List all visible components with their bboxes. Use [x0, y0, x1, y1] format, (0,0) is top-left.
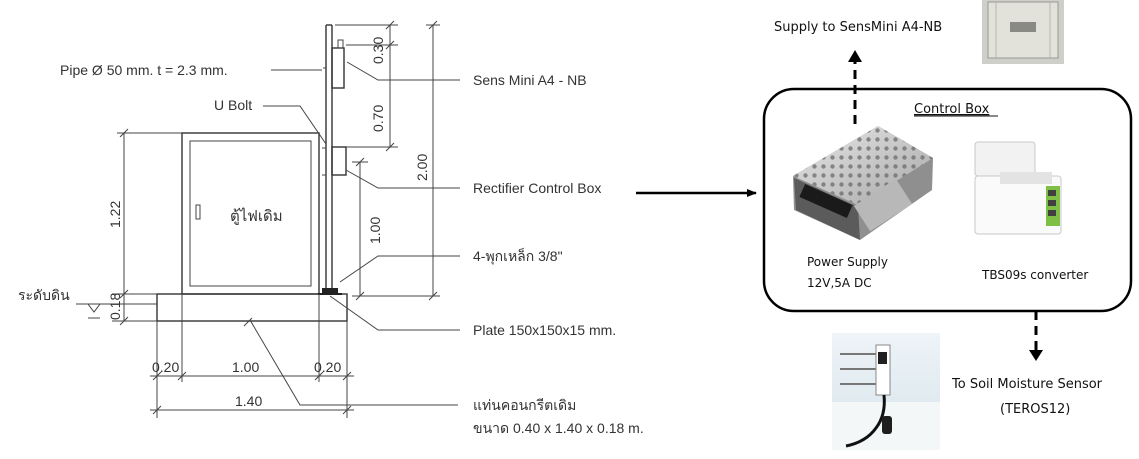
ground-level-symbol: [76, 303, 157, 319]
existing-cabinet: ตู้ไฟเดิม: [181, 132, 320, 295]
pipe: [325, 24, 333, 294]
converter-image: [974, 141, 1062, 235]
dim-1-22: 1.22: [107, 201, 123, 228]
plate-label: Plate 150x150x15 mm.: [473, 322, 616, 338]
cabinet-handle: [195, 204, 201, 220]
sensmini-device: [323, 39, 345, 89]
dim-0-20-left: 0.20: [152, 359, 179, 375]
control-box-title: Control Box: [914, 102, 990, 117]
soil-arrowhead: [1029, 350, 1043, 361]
soil-sensor-photo: [832, 333, 940, 450]
dim-0-18: 0.18: [107, 293, 123, 320]
power-supply-label-2: 12V,5A DC: [807, 276, 872, 290]
pipe-label: Pipe Ø 50 mm. t = 2.3 mm.: [60, 62, 228, 78]
converter-label: TBS09s converter: [981, 268, 1088, 282]
power-supply-label-1: Power Supply: [807, 255, 888, 269]
cabinet-label: ตู้ไฟเดิม: [230, 207, 283, 225]
dim-0-70: 0.70: [370, 105, 386, 132]
dim-horizontal: [150, 294, 354, 418]
ground-label: ระดับดิน: [18, 287, 70, 303]
dim-2-00: 2.00: [414, 154, 430, 181]
base-label-1: แท่นคอนกรีตเดิม: [473, 397, 576, 413]
dim-0-30: 0.30: [370, 37, 386, 64]
soil-label-1: To Soil Moisture Sensor: [951, 377, 1103, 392]
anchor-label: 4-พุกเหล็ก 3/8": [473, 247, 563, 265]
supply-to-label: Supply to SensMini A4-NB: [774, 20, 942, 35]
rectifier-label: Rectifier Control Box: [473, 180, 601, 196]
dim-1-00-vertical: 1.00: [367, 217, 383, 244]
rectifier-box: [331, 146, 347, 176]
sensmini-photo: [982, 0, 1064, 64]
dim-1-40: 1.40: [235, 393, 262, 409]
ubolt-label: U Bolt: [214, 97, 252, 113]
dim-chain-right: [335, 20, 440, 301]
installation-drawing: ตู้ไฟเดิม ระดับดิน: [18, 20, 644, 436]
power-supply-image: [793, 126, 933, 240]
leaders: [243, 61, 460, 406]
base-plate: [318, 288, 342, 295]
soil-label-2: (TEROS12): [1000, 402, 1070, 417]
control-box-frame: [762, 87, 1133, 313]
dim-chain-left: [112, 128, 182, 326]
supply-arrowhead: [848, 50, 862, 62]
control-diagram: Supply to SensMini A4-NB Control Box: [762, 0, 1133, 450]
base-label-2: ขนาด 0.40 x 1.40 x 0.18 m.: [473, 420, 644, 436]
dim-0-20-right: 0.20: [314, 359, 341, 375]
dim-1-00-horizontal: 1.00: [232, 359, 259, 375]
sensmini-label: Sens Mini A4 - NB: [473, 72, 587, 88]
ubolt-mark: [322, 147, 326, 176]
